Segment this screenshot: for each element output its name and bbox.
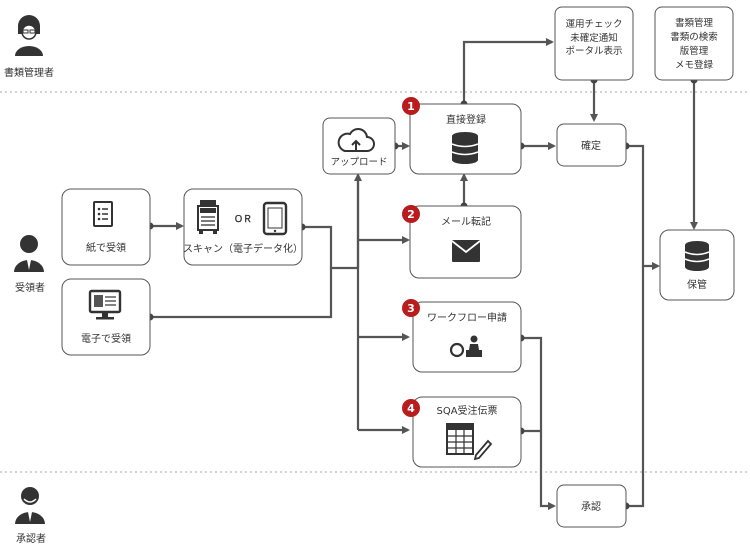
node-scan: ＯＲ スキャン（電子データ化）: [183, 188, 303, 266]
search-line-1: 書類管理: [675, 17, 714, 29]
approve-label: 承認: [581, 500, 601, 513]
direct-label: 直接登録: [446, 113, 486, 126]
confirm-label: 確定: [581, 139, 601, 152]
storage-database-icon: [684, 241, 710, 271]
node-upload: アップロード: [322, 117, 396, 175]
sqa-label: SQA受注伝票: [436, 404, 497, 417]
spreadsheet-edit-icon: [446, 423, 493, 461]
badge-2-text: 2: [407, 208, 415, 221]
badge-1: 1: [402, 97, 420, 115]
badge-1-text: 1: [407, 100, 415, 113]
receiver-icon: [14, 235, 44, 272]
receiver-actor: 受領者: [14, 235, 45, 294]
badge-4: 4: [402, 399, 420, 417]
line-workflow-to-approve: [521, 336, 556, 510]
doc-manager-icon: [15, 15, 43, 56]
line-direct-to-ops: [462, 38, 554, 103]
search-line-4: メモ登録: [675, 59, 714, 71]
search-line-2: 書類の検索: [670, 31, 718, 43]
line-scan-to-hub: [302, 225, 358, 270]
upload-label: アップロード: [330, 157, 387, 168]
search-line-3: 版管理: [680, 45, 709, 57]
node-workflow: ワークフロー申請: [412, 301, 522, 373]
database-icon: [451, 132, 479, 164]
badge-3: 3: [402, 299, 420, 317]
node-electronic-receipt: 電子で受領: [61, 278, 151, 356]
paper-receipt-label: 紙で受領: [86, 241, 126, 254]
node-doc-search: 書類管理 書類の検索 版管理 メモ登録: [654, 6, 734, 81]
doc-manager-actor: 書類管理者: [4, 15, 54, 79]
connectors: [150, 38, 698, 510]
badge-2: 2: [402, 205, 420, 223]
copier-icon: [197, 200, 219, 234]
ops-check-line-1: 運用チェック: [565, 19, 622, 30]
cloud-upload-icon: [337, 128, 375, 152]
node-confirm: 確定: [556, 123, 627, 167]
node-mail-transcription: メール転記: [409, 205, 522, 279]
electronic-receipt-label: 電子で受領: [81, 332, 131, 345]
line-electronic-to-hub: [150, 268, 333, 319]
approver-actor: 承認者: [15, 487, 46, 545]
badge-4-text: 4: [407, 402, 415, 415]
or-label: ＯＲ: [234, 214, 252, 225]
node-ops-check: 運用チェック 未確定通知 ポータル表示: [554, 6, 634, 81]
line-approve-to-storage: [626, 266, 645, 508]
monitor-icon: [88, 289, 122, 320]
node-paper-receipt: 紙で受領: [61, 188, 151, 266]
doc-manager-label: 書類管理者: [4, 66, 54, 79]
receiver-label: 受領者: [15, 281, 45, 294]
envelope-icon: [451, 240, 481, 262]
document-list-icon: [93, 201, 113, 227]
stamp-icon: [449, 335, 482, 358]
ops-check-line-3: ポータル表示: [565, 45, 622, 57]
mail-label: メール転記: [441, 215, 491, 228]
approver-label: 承認者: [16, 532, 46, 545]
node-direct-registration: 直接登録: [409, 103, 522, 175]
node-storage: 保管: [659, 229, 735, 301]
line-confirm-to-storage: [626, 144, 660, 270]
workflow-label: ワークフロー申請: [427, 311, 507, 324]
node-approve: 承認: [556, 484, 627, 528]
tablet-icon: [262, 201, 288, 236]
ops-check-line-2: 未確定通知: [570, 32, 618, 44]
scan-label: スキャン（電子データ化）: [183, 242, 303, 255]
storage-label: 保管: [687, 278, 707, 291]
node-sqa: SQA受注伝票: [412, 396, 522, 468]
approver-icon: [15, 487, 45, 524]
badge-3-text: 3: [407, 302, 415, 315]
